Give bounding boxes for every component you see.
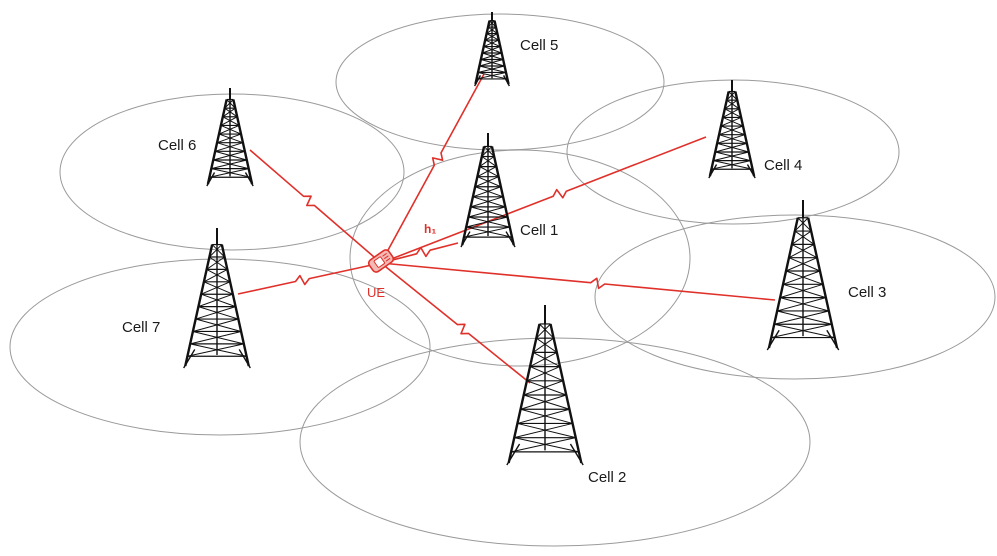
cell-2-label: Cell 2 [588, 469, 626, 486]
cell-6-label: Cell 6 [158, 137, 196, 154]
mobile-phone-icon [367, 249, 395, 273]
cell-tower-icon [708, 80, 756, 179]
radio-link-c6 [249, 149, 382, 264]
cell-coverage-layer [9, 13, 996, 547]
cell-tower-icon [206, 88, 254, 187]
ue-label: UE [367, 285, 385, 300]
cell-2-coverage [299, 337, 811, 547]
radio-link-c3 [380, 262, 776, 301]
cell-tower-icon [506, 305, 584, 466]
radio-links-layer [237, 73, 776, 384]
cell-tower-icon [766, 200, 840, 351]
cell-tower-icon [183, 228, 251, 369]
cell-4-label: Cell 4 [764, 157, 802, 174]
cell-5-label: Cell 5 [520, 37, 558, 54]
cell-7-coverage [9, 258, 431, 436]
cell-1-label: Cell 1 [520, 222, 558, 239]
radio-link-c1 [380, 242, 459, 264]
radio-link-c5 [380, 73, 485, 264]
radio-link-c4 [380, 136, 707, 264]
towers-layer [183, 12, 840, 466]
cell-tower-icon [460, 133, 516, 248]
cell-tower-icon [473, 12, 511, 87]
cell-5-coverage [335, 13, 665, 151]
cell-3-label: Cell 3 [848, 284, 886, 301]
cell-3-coverage [594, 214, 996, 380]
cell-7-label: Cell 7 [122, 319, 160, 336]
channel-h1-label: h₁ [424, 222, 436, 236]
radio-link-c2 [380, 262, 531, 384]
radio-link-c7 [237, 262, 382, 295]
cell-6-coverage [59, 93, 405, 251]
